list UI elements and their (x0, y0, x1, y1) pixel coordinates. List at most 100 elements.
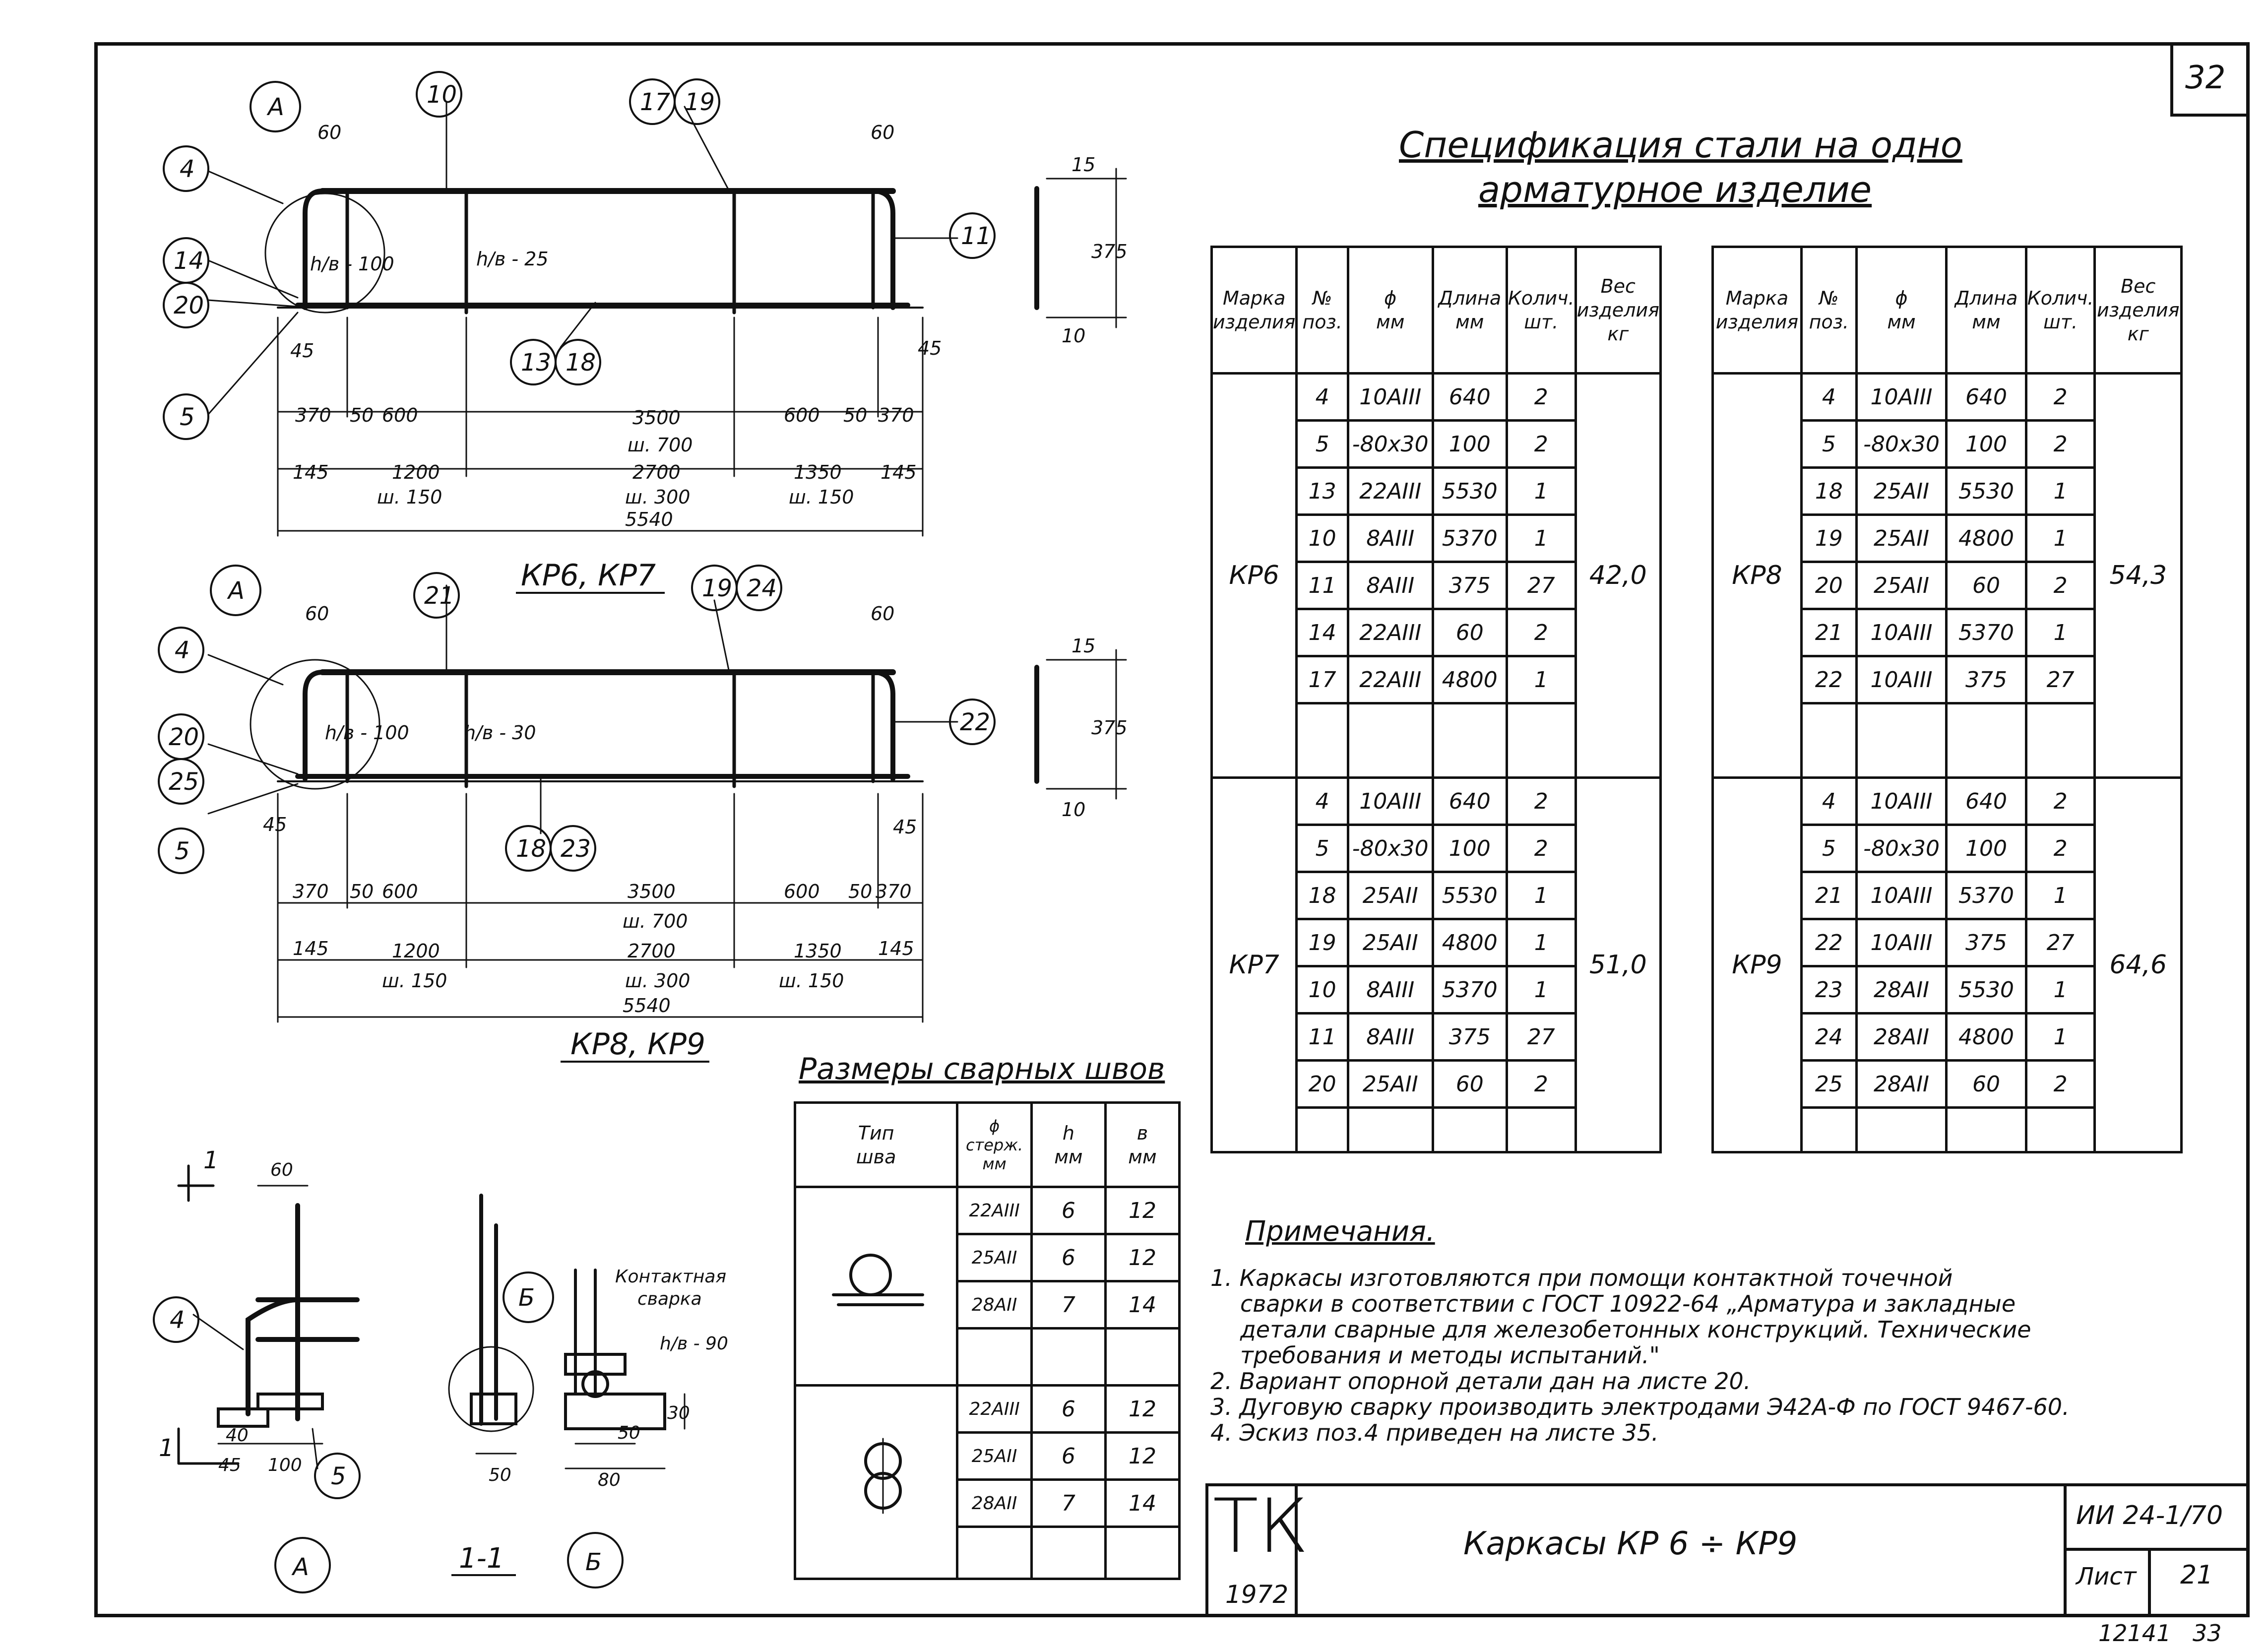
table-cell: 25АII (956, 1431, 1033, 1481)
dim2-2700: 2700 (628, 940, 676, 962)
weld-mark-2: h/в - 25 (476, 248, 549, 270)
dim-sh700: ш. 700 (628, 434, 693, 456)
table-cell: 100 (1431, 419, 1508, 469)
stamp-sheet-value: 21 (2180, 1560, 2213, 1590)
callout-14-text: 14 (174, 247, 204, 275)
table-cell: 25АII (1346, 1059, 1434, 1109)
table-cell: 375 (1945, 918, 2027, 967)
weight-kp7: 51,0 (1574, 776, 1662, 1153)
table-cell: 2 (2024, 776, 2096, 826)
mark-kp6: КР6 (1210, 372, 1298, 779)
dim-3500: 3500 (632, 407, 681, 429)
dim-370-l: 370 (295, 404, 331, 426)
table-cell: 14 (1104, 1280, 1181, 1330)
table-cell (2024, 702, 2096, 779)
table-cell: 22АIII (1346, 655, 1434, 704)
table-cell: 2 (1505, 419, 1577, 469)
table-cell: 22АIII (956, 1186, 1033, 1235)
table-cell: 8АIII (1346, 965, 1434, 1015)
callout-24 (736, 565, 782, 611)
callout-10-text: 10 (427, 81, 457, 109)
table-cell: 2 (2024, 1059, 2096, 1109)
dim-600-r: 600 (784, 404, 820, 426)
callout-5-text: 5 (180, 403, 195, 431)
header-qty: Колич.шт. (1505, 246, 1577, 375)
table-cell: 13 (1295, 466, 1349, 516)
table-cell: 1 (1505, 965, 1577, 1015)
table-cell: 10 (1295, 513, 1349, 563)
stamp-sheet-label: Лист (2076, 1563, 2137, 1590)
table-cell: 8АIII (1346, 1012, 1434, 1062)
table-cell: 6 (1030, 1233, 1107, 1282)
table-cell (1505, 1106, 1577, 1153)
side-dim-10: 10 (1062, 325, 1085, 347)
callout-4 (163, 145, 209, 192)
table-cell: -80х30 (1855, 824, 1948, 873)
table-cell: 100 (1431, 824, 1508, 873)
table-cell: 60 (1945, 561, 2027, 610)
table-cell: 22АIII (956, 1384, 1033, 1434)
callout-a-2-text: А (227, 577, 245, 605)
side2-dim-375: 375 (1091, 717, 1128, 739)
table-cell: 6 (1030, 1431, 1107, 1481)
table-cell: 10АIII (1346, 776, 1434, 826)
caption-kp6-kp7: КР6, КР7 (521, 558, 656, 593)
table-cell: 100 (1945, 824, 2027, 873)
callout-25 (158, 758, 204, 805)
dim2-sh150-r: ш. 150 (779, 970, 844, 992)
stamp-code: ИИ 24-1/70 (2076, 1501, 2223, 1530)
weld-type-1 (793, 1186, 959, 1387)
table-cell: 21 (1800, 608, 1858, 657)
table-cell (1945, 1106, 2027, 1153)
table-cell (1855, 702, 1948, 779)
table-cell: 5 (1800, 419, 1858, 469)
dim2-total: 5540 (623, 995, 671, 1017)
dim-2700: 2700 (632, 461, 681, 483)
table-cell (1855, 1106, 1948, 1153)
table-cell: 24 (1800, 1012, 1858, 1062)
spec-title-line1: Спецификация стали на одно (1399, 124, 1962, 166)
table-cell (1295, 1106, 1349, 1153)
table-cell: 22 (1800, 918, 1858, 967)
table-cell: 10АIII (1346, 372, 1434, 422)
detail-b-label: Б (585, 1548, 602, 1576)
dim-50-l: 50 (350, 404, 374, 426)
table-cell: 640 (1945, 372, 2027, 422)
weld-table-title: Размеры сварных швов (799, 1052, 1165, 1086)
table-cell: 27 (1505, 1012, 1577, 1062)
table-cell: 12 (1104, 1233, 1181, 1282)
table-cell: 28АII (1855, 1012, 1948, 1062)
callout-4b-text: 4 (175, 636, 190, 664)
table-cell: 2 (2024, 561, 2096, 610)
callout-23-text: 23 (561, 835, 591, 863)
side-dim-375: 375 (1091, 241, 1128, 262)
table-cell: 28АII (1855, 965, 1948, 1015)
table-cell: 2 (1505, 776, 1577, 826)
table-cell: -80х30 (1346, 824, 1434, 873)
dim-top-left: 60 (317, 122, 341, 143)
table-cell (1295, 702, 1349, 779)
dim-45-right: 45 (918, 337, 942, 359)
callout-18-text: 18 (566, 349, 596, 377)
detail-a-dim-45: 45 (218, 1455, 241, 1475)
title-block-divider-3 (2064, 1548, 2250, 1551)
table-cell (2024, 1106, 2096, 1153)
table-cell: 375 (1431, 561, 1508, 610)
detail-a-callout-5: 5 (331, 1462, 346, 1490)
table-cell: 19 (1295, 918, 1349, 967)
callout-20b-text: 20 (169, 723, 199, 751)
note-line: детали сварные для железобетонных констр… (1240, 1316, 2031, 1343)
table-cell: 25 (1800, 1059, 1858, 1109)
stamp-title: Каркасы КР 6 ÷ КР9 (1463, 1525, 1798, 1562)
table-cell: 27 (1505, 561, 1577, 610)
dim-sh150-r: ш. 150 (789, 486, 854, 508)
table-cell: 60 (1945, 1059, 2027, 1109)
